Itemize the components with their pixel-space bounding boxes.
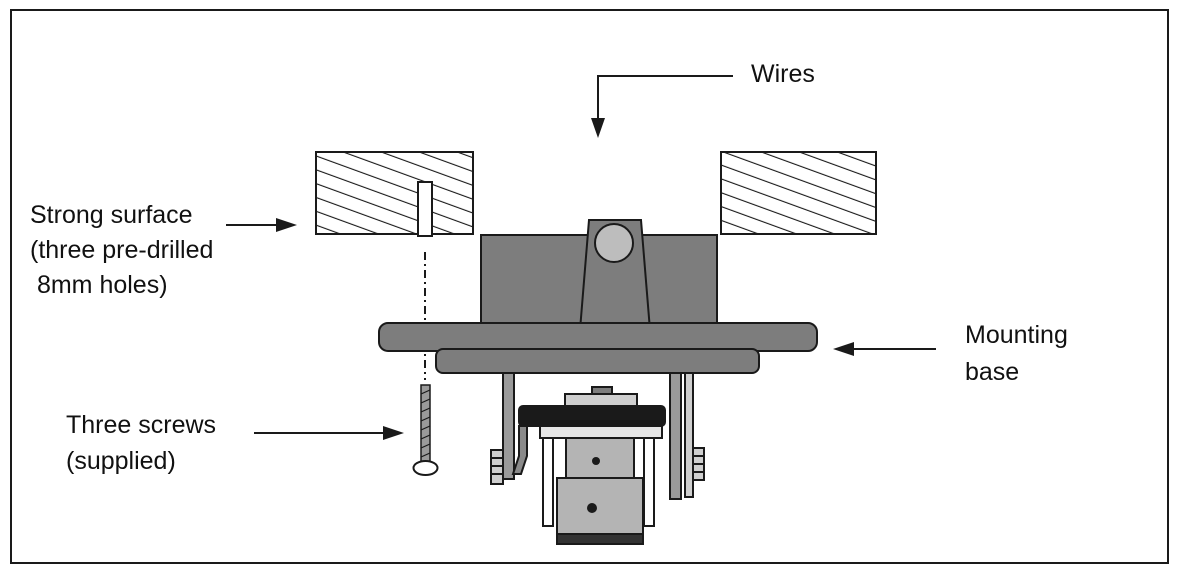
wires-label: Wires: [751, 60, 815, 88]
camera-upper-dot: [592, 457, 600, 465]
camera-lower: [556, 477, 644, 535]
camera-lens-dot: [587, 503, 597, 513]
right-post: [669, 372, 682, 500]
mounting-base-lower: [435, 348, 760, 374]
camera-cradle: [539, 425, 663, 439]
tilt-plate: [518, 405, 666, 427]
camera-bottom: [556, 533, 644, 545]
mounting-base-arrow: [833, 342, 936, 356]
mounting-base-plate: [378, 322, 818, 352]
left-gear: [490, 449, 504, 485]
screw: [412, 384, 439, 476]
strong-surface-line-2: (three pre-drilled: [30, 236, 214, 264]
camera-upper: [565, 437, 635, 479]
three-screws-arrow: [254, 426, 404, 440]
wires-arrow: [591, 75, 733, 138]
side-bracket: [511, 425, 528, 475]
mounting-base-line-1: Mounting: [965, 321, 1068, 349]
strong-surface-right: [720, 151, 877, 235]
cradle-side-right: [643, 437, 655, 527]
wire-entry-hole: [594, 223, 634, 263]
right-gear: [692, 447, 705, 481]
right-post-2: [684, 372, 694, 498]
strong-surface-line-3: 8mm holes): [30, 271, 168, 299]
strong-surface-left: [315, 151, 474, 237]
strong-surface-line-1: Strong surface: [30, 201, 193, 229]
strong-surface-arrow: [226, 218, 297, 232]
mounting-base-line-2: base: [965, 358, 1020, 386]
three-screws-line-2: (supplied): [66, 447, 176, 475]
left-post: [502, 372, 515, 480]
cradle-side-left: [542, 437, 554, 527]
three-screws-line-1: Three screws: [66, 411, 217, 439]
